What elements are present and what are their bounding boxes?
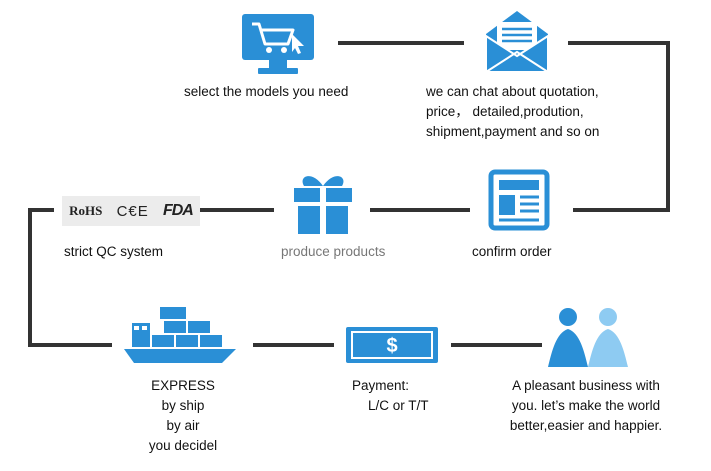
business-line-3: better,easier and happier.: [509, 418, 663, 433]
produce-label: produce products: [281, 244, 386, 259]
chat-label-line-1: we can chat about quotation,: [426, 84, 599, 99]
payment-line-1: Payment:: [352, 378, 410, 393]
envelope-icon: [485, 11, 549, 73]
connector-qc-express: [28, 208, 112, 347]
chat-label-line-3: shipment,payment and so on: [426, 124, 600, 139]
connector-chat-confirm: [568, 41, 670, 212]
confirm-order-label: confirm order: [472, 244, 552, 259]
cargo-ship-icon: [124, 307, 236, 363]
express-line-4: you decidel: [148, 438, 218, 453]
express-line-1: EXPRESS: [151, 378, 215, 393]
certification-logos: RoHS C€E FDA: [62, 196, 200, 226]
express-line-2: by ship: [161, 398, 205, 413]
computer-cart-icon: [242, 14, 314, 74]
select-label: select the models you need: [184, 84, 349, 99]
rohs-logo: RoHS: [69, 203, 103, 218]
business-line-1: A pleasant business with: [512, 378, 660, 393]
fda-logo: FDA: [162, 202, 194, 219]
qc-label: strict QC system: [64, 244, 164, 259]
people-icon: [548, 308, 628, 367]
newspaper-icon: [488, 169, 550, 231]
dollar-sign: $: [386, 335, 397, 357]
express-line-3: by air: [166, 418, 200, 433]
ce-logo: C€E: [116, 202, 149, 220]
chat-label-line-2: price， detailed,prodution,: [426, 104, 584, 119]
business-line-2: you. let’s make the world: [511, 398, 661, 413]
gift-box-icon: [294, 176, 352, 234]
banknote-icon: $: [346, 327, 438, 363]
payment-line-2: L/C or T/T: [368, 398, 429, 413]
